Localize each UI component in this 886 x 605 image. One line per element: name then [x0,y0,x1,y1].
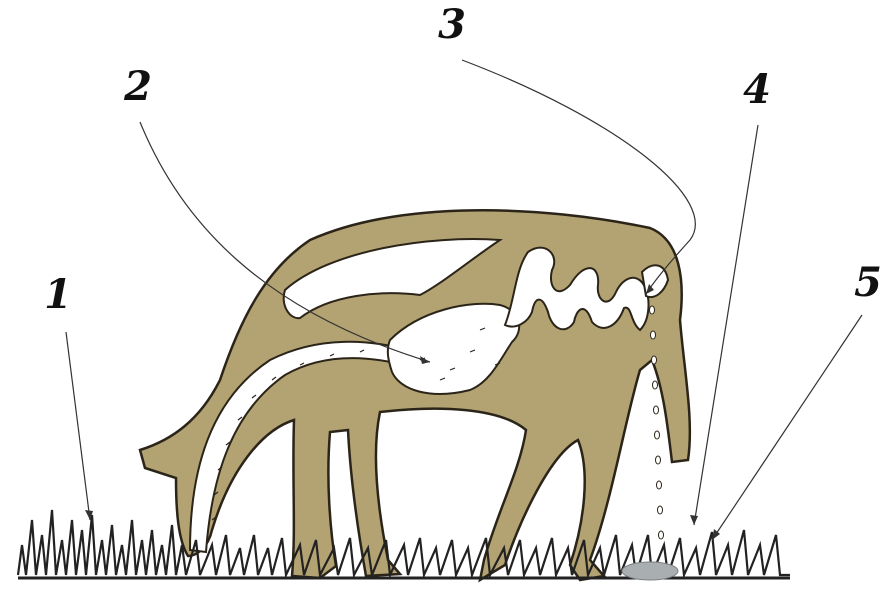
label-3: 3 [438,1,466,48]
leader-5 [712,315,862,540]
label-5: 5 [854,259,882,306]
leader-1 [66,332,90,520]
arrowhead-4 [690,515,698,525]
label-4: 4 [743,66,771,113]
dropping-pile [622,562,678,580]
label-2: 2 [123,63,152,110]
label-1: 1 [44,271,72,318]
leader-4 [694,125,758,525]
